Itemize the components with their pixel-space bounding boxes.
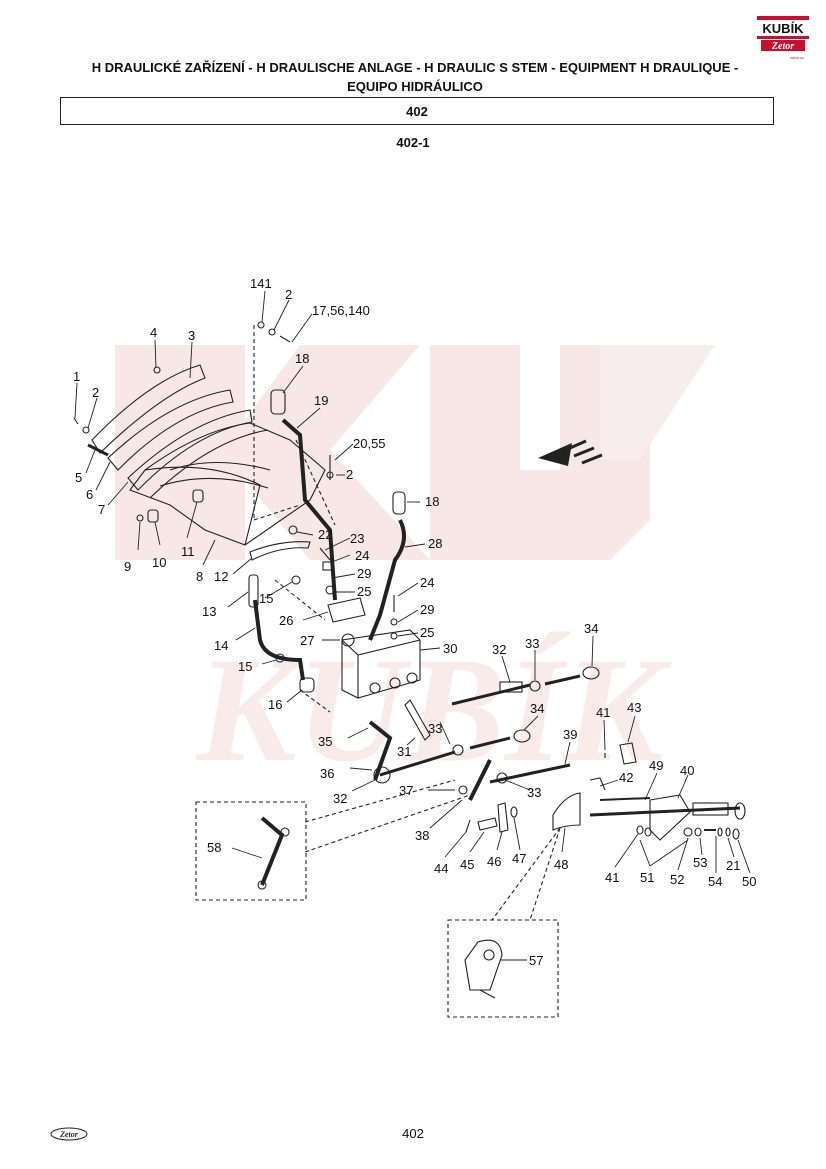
callout-43: 43 bbox=[627, 700, 641, 715]
callout-5: 5 bbox=[75, 470, 82, 485]
logo-text-kubik: KUBÍK bbox=[762, 21, 804, 36]
callout-40: 40 bbox=[680, 763, 694, 778]
callout-24: 24 bbox=[420, 575, 434, 590]
section-number: 402 bbox=[406, 104, 428, 119]
callout-52: 52 bbox=[670, 872, 684, 887]
callout-26: 26 bbox=[279, 613, 293, 628]
callout-38: 38 bbox=[415, 828, 429, 843]
callout-7: 7 bbox=[98, 502, 105, 517]
callout-58: 58 bbox=[207, 840, 221, 855]
callout-34: 34 bbox=[530, 701, 544, 716]
callout-41: 41 bbox=[605, 870, 619, 885]
callout-35: 35 bbox=[318, 734, 332, 749]
callout-31: 31 bbox=[397, 744, 411, 759]
kubik-zetor-logo: KUBÍK Zetor zetor.cz bbox=[757, 16, 809, 60]
callout-15: 15 bbox=[259, 591, 273, 606]
callout-32: 32 bbox=[333, 791, 347, 806]
callout-48: 48 bbox=[554, 857, 568, 872]
callout-25: 25 bbox=[357, 584, 371, 599]
callout-9: 9 bbox=[124, 559, 131, 574]
callout-29: 29 bbox=[420, 602, 434, 617]
callout-13: 13 bbox=[202, 604, 216, 619]
watermark: KUBÍK bbox=[115, 345, 715, 793]
callout-51: 51 bbox=[640, 870, 654, 885]
callout-141: 141 bbox=[250, 276, 272, 291]
callout-34: 34 bbox=[584, 621, 598, 636]
callout-27: 27 bbox=[300, 633, 314, 648]
callout-57: 57 bbox=[529, 953, 543, 968]
callout-2: 2 bbox=[92, 385, 99, 400]
callout-21: 21 bbox=[726, 858, 740, 873]
callout-33: 33 bbox=[525, 636, 539, 651]
callout-8: 8 bbox=[196, 569, 203, 584]
callout-19: 19 bbox=[314, 393, 328, 408]
callout-18: 18 bbox=[425, 494, 439, 509]
callout-29: 29 bbox=[357, 566, 371, 581]
callout-33: 33 bbox=[527, 785, 541, 800]
logo-text-zetor: Zetor bbox=[771, 41, 794, 52]
callout-36: 36 bbox=[320, 766, 334, 781]
callout-4: 4 bbox=[150, 325, 157, 340]
section-box: 402 bbox=[60, 97, 774, 125]
callout-42: 42 bbox=[619, 770, 633, 785]
callout-30: 30 bbox=[443, 641, 457, 656]
callout-14: 14 bbox=[214, 638, 228, 653]
callout-1: 1 bbox=[73, 369, 80, 384]
callout-2: 2 bbox=[285, 287, 292, 302]
footer-zetor-logo: Zetor bbox=[50, 1127, 88, 1141]
page-title-line-2: EQUIPO HIDRÁULICO bbox=[347, 79, 483, 94]
callout-49: 49 bbox=[649, 758, 663, 773]
callout-labels: 141 2 17,56,140 4 3 1 2 18 19 20,55 2 5 … bbox=[73, 276, 756, 968]
footer-logo-text: Zetor bbox=[59, 1130, 79, 1139]
callout-50: 50 bbox=[742, 874, 756, 889]
callout-47: 47 bbox=[512, 851, 526, 866]
callout-25: 25 bbox=[420, 625, 434, 640]
callout-3: 3 bbox=[188, 328, 195, 343]
callout-20-55: 20,55 bbox=[353, 436, 386, 451]
page-title-line-1: H DRAULICKÉ ZAŘÍZENÍ - H DRAULISCHE ANLA… bbox=[91, 60, 739, 75]
callout-37: 37 bbox=[399, 783, 413, 798]
callout-18: 18 bbox=[295, 351, 309, 366]
callout-41: 41 bbox=[596, 705, 610, 720]
callout-17-56-140: 17,56,140 bbox=[312, 303, 370, 318]
callout-53: 53 bbox=[693, 855, 707, 870]
direction-arrow-icon bbox=[538, 439, 603, 466]
logo-text-small: zetor.cz bbox=[790, 55, 804, 60]
callout-44: 44 bbox=[434, 861, 448, 876]
callout-23: 23 bbox=[350, 531, 364, 546]
subsection-number: 402-1 bbox=[396, 135, 430, 150]
callout-54: 54 bbox=[708, 874, 722, 889]
callout-11: 11 bbox=[181, 544, 195, 559]
callout-46: 46 bbox=[487, 854, 501, 869]
callout-15: 15 bbox=[238, 659, 252, 674]
callout-32: 32 bbox=[492, 642, 506, 657]
callout-16: 16 bbox=[268, 697, 282, 712]
callout-33: 33 bbox=[428, 721, 442, 736]
callout-28: 28 bbox=[428, 536, 442, 551]
callout-22: 22 bbox=[318, 527, 332, 542]
callout-12: 12 bbox=[214, 569, 228, 584]
callout-10: 10 bbox=[152, 555, 166, 570]
page-number: 402 bbox=[402, 1126, 424, 1141]
callout-39: 39 bbox=[563, 727, 577, 742]
callout-2: 2 bbox=[346, 467, 353, 482]
callout-24: 24 bbox=[355, 548, 369, 563]
callout-45: 45 bbox=[460, 857, 474, 872]
callout-6: 6 bbox=[86, 487, 93, 502]
